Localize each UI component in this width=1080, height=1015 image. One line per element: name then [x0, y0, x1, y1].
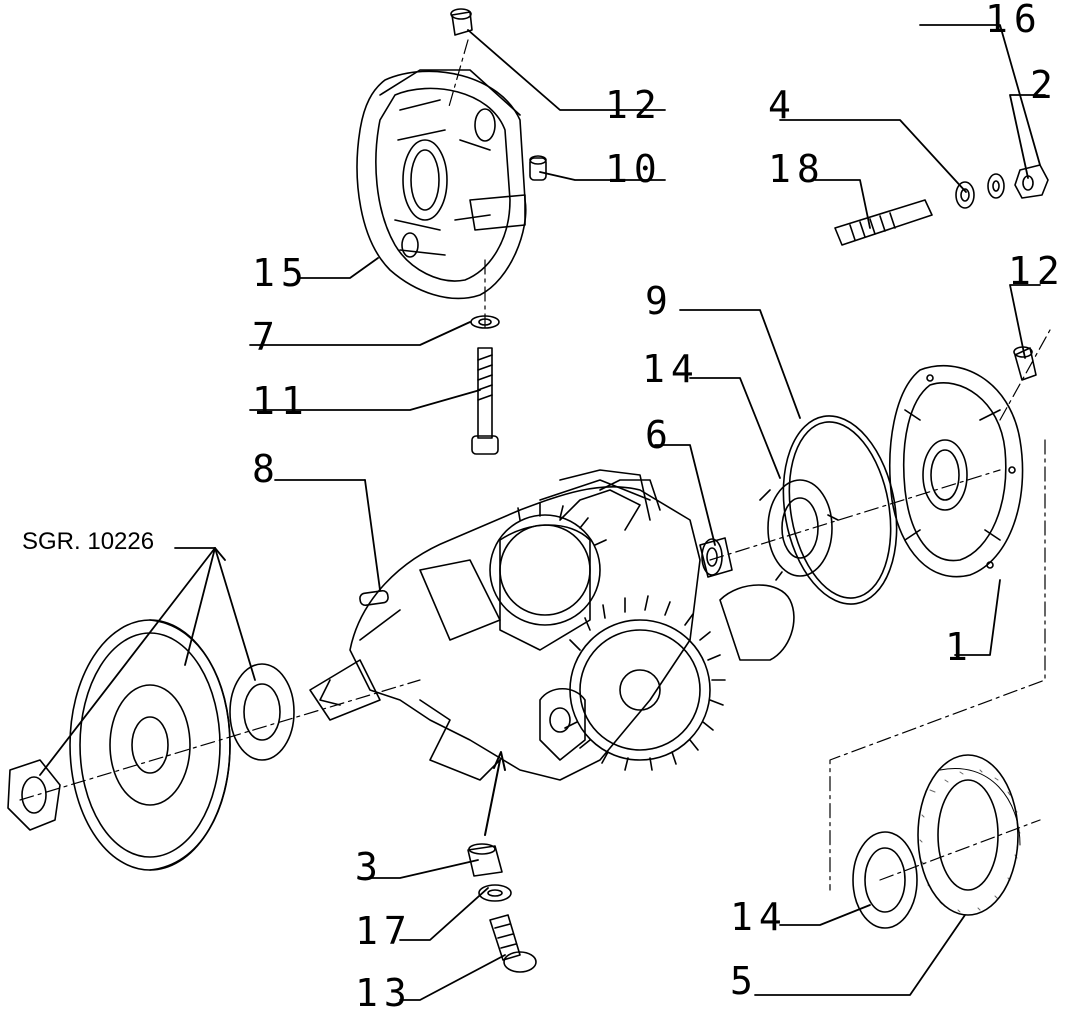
bush-6	[699, 537, 733, 578]
washer-17	[478, 884, 512, 902]
label-part-5: 5	[730, 959, 759, 1003]
label-part-14-lower: 14	[730, 895, 788, 939]
label-part-1: 1	[945, 625, 974, 669]
label-part-10: 10	[605, 147, 663, 191]
pump-cover-1	[889, 365, 1024, 578]
dowel-pin-top	[450, 8, 473, 36]
sleeve-3	[467, 843, 503, 877]
lock-ring-14-upper	[759, 479, 839, 581]
arrow-up	[484, 751, 506, 836]
label-part-4: 4	[768, 83, 797, 127]
label-part-17: 17	[355, 909, 413, 953]
label-part-14-upper: 14	[642, 347, 700, 391]
label-part-7: 7	[252, 315, 281, 359]
label-part-9: 9	[645, 279, 674, 323]
bolt-11	[471, 347, 499, 455]
label-part-3: 3	[355, 845, 384, 889]
lock-ring-14-lower	[852, 831, 918, 929]
label-part-16: 16	[985, 0, 1043, 41]
nut-2	[1014, 164, 1049, 199]
washer-7	[470, 315, 500, 329]
oil-seal-5	[917, 754, 1021, 916]
label-part-6: 6	[645, 413, 674, 457]
pump-housing-upper	[356, 69, 527, 300]
leader-lines	[39, 24, 1046, 1001]
axis-lines	[19, 39, 1051, 891]
label-part-11: 11	[252, 379, 310, 423]
washer-16	[987, 173, 1005, 199]
bolt-13	[489, 914, 537, 973]
dowel-pin-right	[1013, 346, 1037, 381]
crankshaft-assembly	[309, 469, 795, 781]
label-part-12-right: 12	[1008, 249, 1066, 293]
label-part-2: 2	[1030, 63, 1059, 107]
label-sgr-reference: SGR. 10226	[22, 528, 155, 555]
timing-gear-left	[229, 663, 295, 761]
washer-4	[955, 181, 975, 209]
pulley-nut	[7, 759, 61, 831]
label-part-8: 8	[252, 447, 281, 491]
label-part-13: 13	[355, 971, 413, 1015]
o-ring-9	[782, 415, 898, 605]
label-part-15: 15	[252, 251, 310, 295]
label-part-12-top: 12	[605, 83, 663, 127]
label-part-18: 18	[768, 147, 826, 191]
stud-18	[834, 199, 933, 246]
pulley	[69, 619, 231, 871]
plug-10	[529, 155, 547, 181]
key-8	[359, 589, 389, 607]
